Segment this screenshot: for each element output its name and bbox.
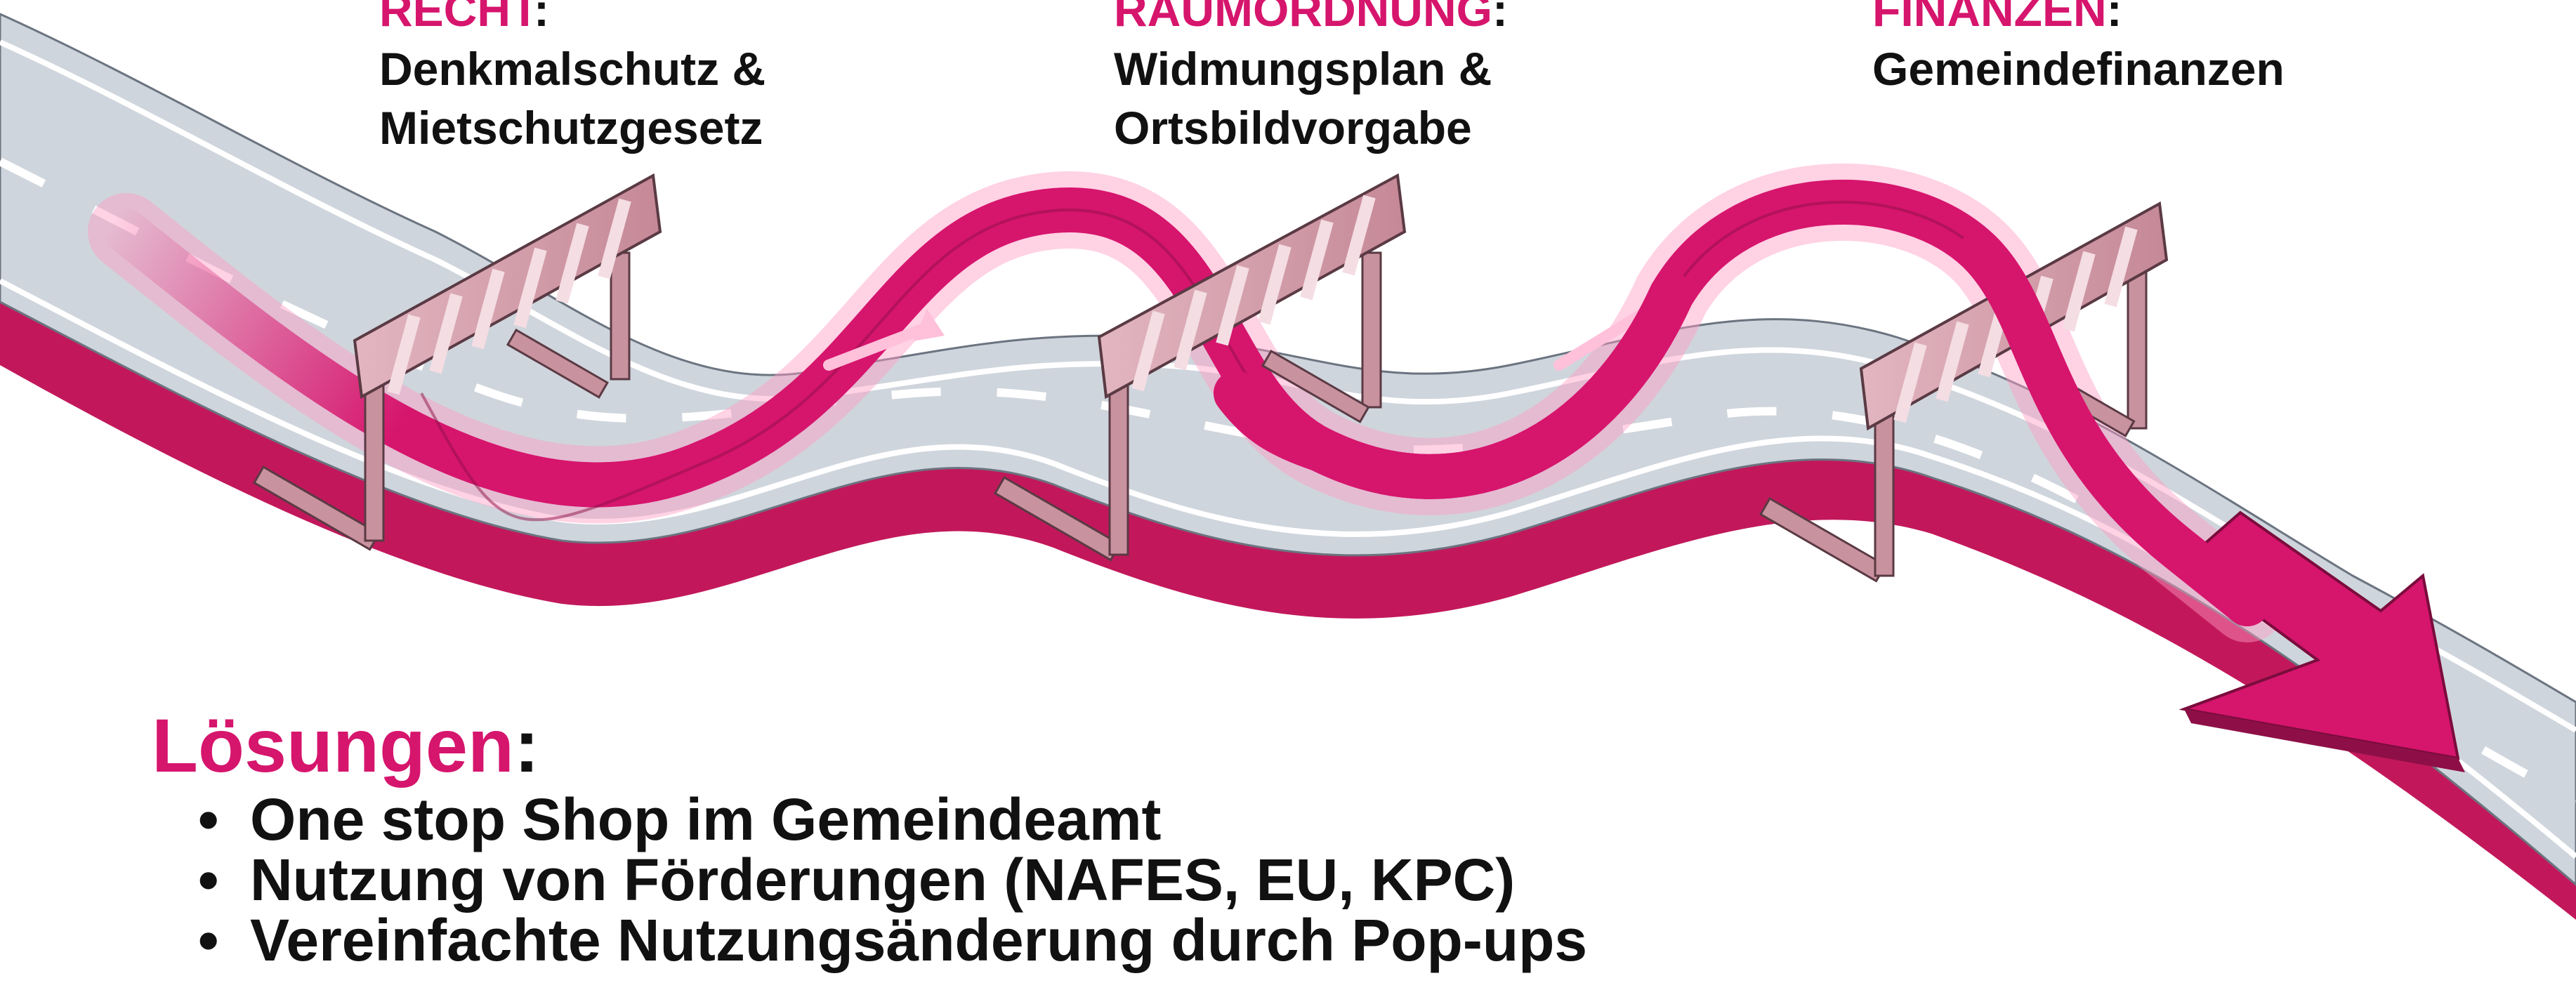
hurdle-label-finanzen: FINANZEN: Gemeindefinanzen: [1872, 0, 2285, 98]
solutions-list: •One stop Shop im Gemeindeamt •Nutzung v…: [152, 789, 1587, 970]
solutions-title: Lösungen:: [152, 702, 1587, 789]
hurdle-category: RECHT: [379, 0, 534, 36]
hurdle-label-recht: RECHT: Denkmalschutz & Mietschutzgesetz: [379, 0, 765, 157]
bullet-icon: •: [198, 789, 250, 850]
hurdle-category: FINANZEN: [1872, 0, 2107, 36]
bullet-icon: •: [198, 910, 250, 970]
hurdle-line: Gemeindefinanzen: [1872, 39, 2285, 98]
hurdle-category: RAUMORDNUNG: [1114, 0, 1492, 36]
solution-item: •Nutzung von Förderungen (NAFES, EU, KPC…: [198, 850, 1587, 910]
solution-item: •One stop Shop im Gemeindeamt: [198, 789, 1587, 850]
solutions-block: Lösungen: •One stop Shop im Gemeindeamt …: [152, 702, 1587, 970]
hurdle-line: Ortsbildvorgabe: [1114, 98, 1508, 157]
hurdle-line: Denkmalschutz &: [379, 39, 765, 98]
hurdle-line: Mietschutzgesetz: [379, 98, 765, 157]
hurdle-label-raumordnung: RAUMORDNUNG: Widmungsplan & Ortsbildvorg…: [1114, 0, 1508, 157]
hurdle-line: Widmungsplan &: [1114, 39, 1508, 98]
bullet-icon: •: [198, 850, 250, 910]
solution-item: •Vereinfachte Nutzungsänderung durch Pop…: [198, 910, 1587, 970]
